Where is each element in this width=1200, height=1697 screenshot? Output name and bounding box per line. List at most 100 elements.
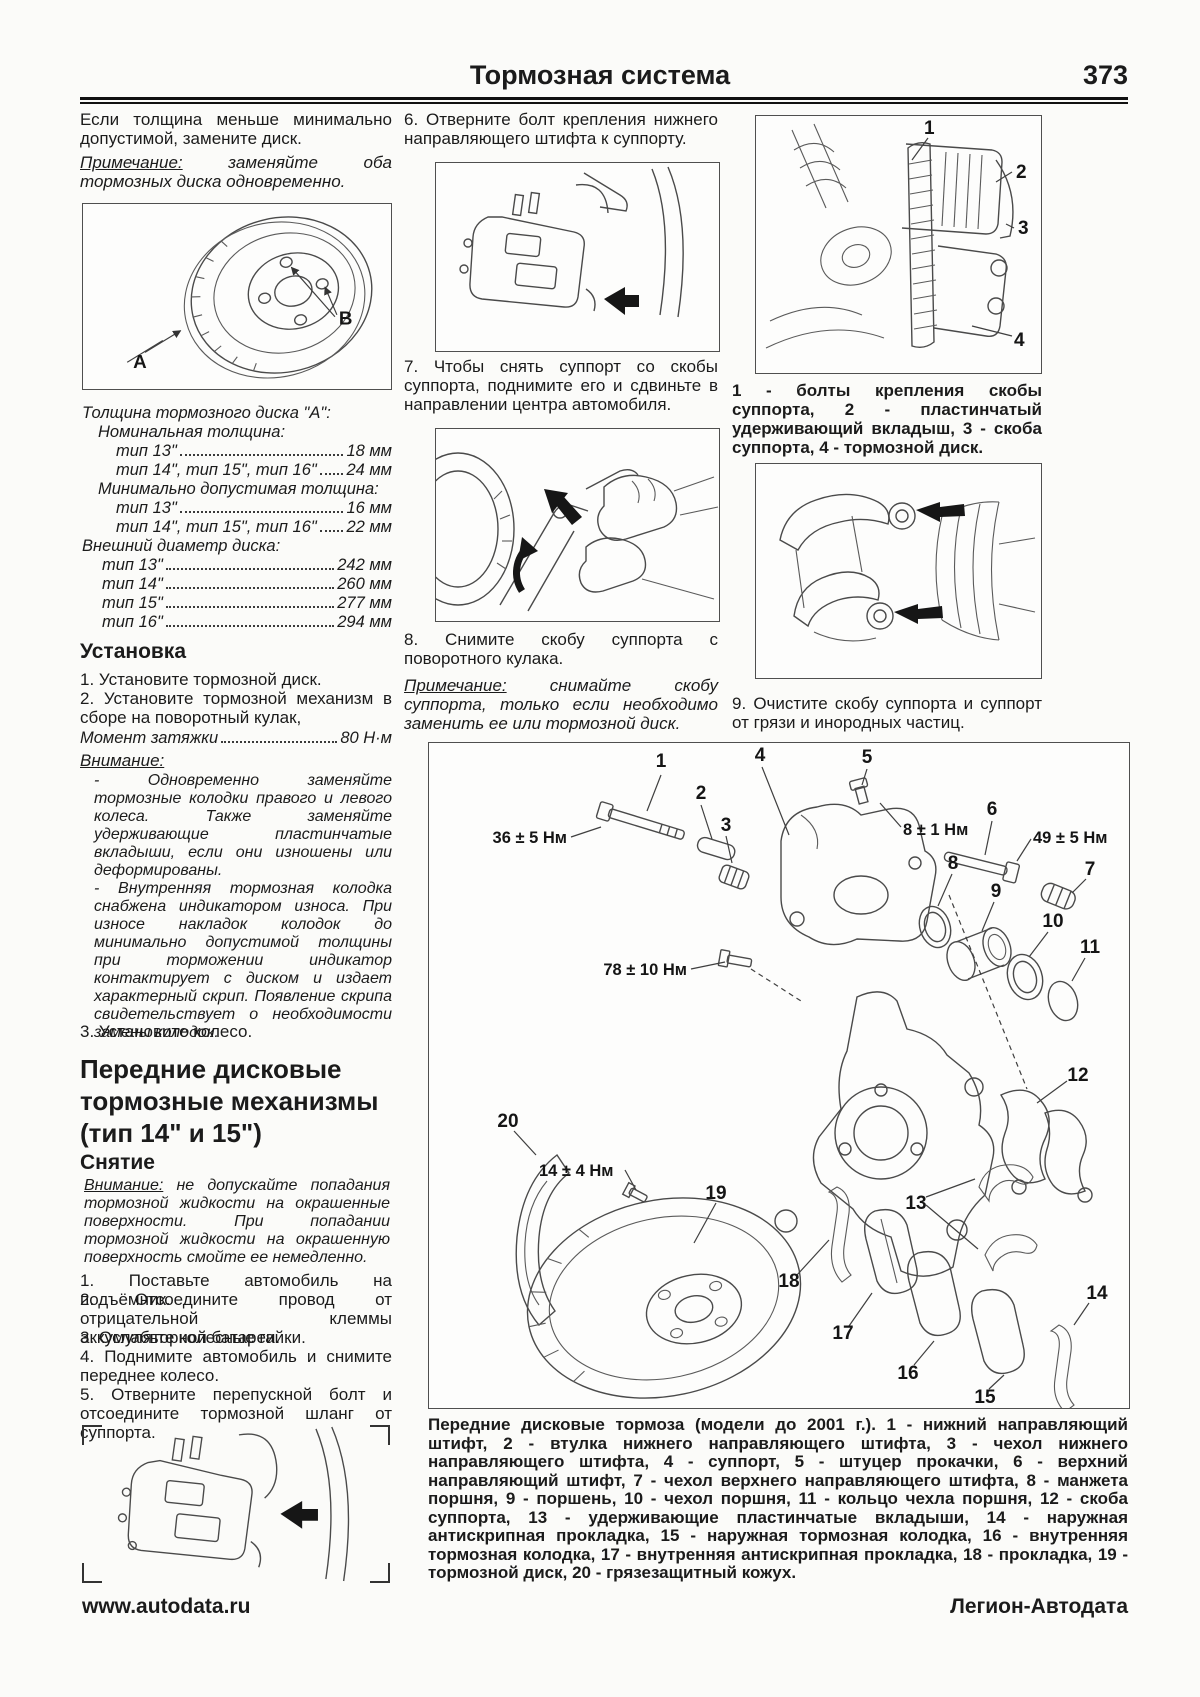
footer-publisher: Легион-Автодата (950, 1595, 1128, 1618)
spec-row: тип 14", тип 15", тип 16"22 мм (116, 518, 392, 536)
bracket-bolt (717, 949, 753, 968)
assembly-axis (750, 968, 802, 1002)
brake-disc-figure: A B (82, 203, 392, 390)
install-step-3: 3. Установите колесо. (80, 1022, 253, 1041)
min-label: Минимально допустимая толщина: (98, 480, 379, 498)
page-title: Тормозная система (469, 60, 731, 90)
black-arrow-icon (916, 502, 965, 522)
callout-4: 4 (1014, 330, 1025, 351)
callout-leader (1005, 223, 1015, 229)
install-step-2: 2. Установите тормозной механизм в сборе… (80, 689, 392, 727)
part-number-17: 17 (832, 1323, 853, 1344)
spec-row: тип 16"294 мм (102, 613, 392, 631)
label-b-leader2 (290, 266, 336, 318)
torque-14: 14 ± 4 Нм (539, 1162, 613, 1180)
brake-disc-drawing: A B (126, 216, 373, 379)
caliper-hose-drawing (117, 1426, 350, 1582)
caliper-on-knuckle (459, 166, 684, 318)
disc-specs: Толщина тормозного диска "А": Номинальна… (82, 404, 392, 632)
part-caliper-bracket (999, 1089, 1093, 1203)
callout-3: 3 (1018, 218, 1029, 239)
hands (578, 474, 719, 600)
part-sleeve (696, 836, 736, 861)
curved-arrow-icon (513, 537, 538, 593)
caliper-hose-figure (82, 1425, 390, 1583)
removal-step-2: 2. Отсоедините провод от отрицательной к… (80, 1290, 392, 1347)
part-shim-18 (827, 1186, 852, 1283)
bracket (779, 493, 916, 642)
disc-label-b: B (339, 308, 353, 329)
callout-leader (971, 325, 1013, 337)
torque-8: 8 ± 1 Нм (903, 821, 968, 839)
part-number-3: 3 (721, 815, 732, 836)
disc-rim-hatch (191, 240, 257, 371)
section-heading: Передние дисковые тормозные механизмы (т… (80, 1054, 379, 1148)
part-pad-17 (863, 1208, 918, 1295)
steering-knuckle (774, 991, 995, 1277)
spec-row: тип 14", тип 15", тип 16"24 мм (116, 461, 392, 479)
part-number-16: 16 (897, 1363, 918, 1384)
part-number-8: 8 (948, 853, 959, 874)
part-number-6: 6 (987, 799, 998, 820)
part-guide-pin-upper (943, 851, 1021, 884)
warning-item: - Одновременно заменяйте тормозные колод… (94, 772, 392, 879)
step-8-text: 8. Снимите скобу суппорта с поворотного … (404, 630, 718, 668)
warning-label: Внимание: (80, 751, 165, 770)
part-boot-ring (1047, 980, 1079, 1022)
removal-step-5: 5. Отверните перепускной болт и отсоедин… (80, 1385, 392, 1442)
black-arrow-icon (894, 604, 943, 624)
exploded-figure: 1 2 3 4 5 6 7 8 9 10 11 12 13 14 15 16 1… (428, 742, 1130, 1409)
part-number-12: 12 (1067, 1065, 1088, 1086)
middle-note: Примечание: снимайте скобу суппорта, тол… (404, 676, 718, 733)
callout-leader (995, 171, 1013, 183)
step-7-text: 7. Чтобы снять суппорт со скобы суппорта… (404, 357, 718, 414)
torque-36: 36 ± 5 Нм (493, 829, 567, 847)
part-number-14: 14 (1086, 1283, 1108, 1304)
part-guide-pin-lower (595, 801, 685, 840)
strut-and-hub (765, 123, 892, 349)
part-number-20: 20 (497, 1111, 518, 1132)
removal-step-3: 3. Ослабьте колесные гайки. (80, 1328, 306, 1347)
step-6-figure (435, 162, 720, 352)
spec-row: тип 13"242 мм (102, 556, 392, 574)
black-arrow-icon (604, 287, 639, 315)
spec-row: тип 14"260 мм (102, 575, 392, 593)
label-a-leader (144, 330, 182, 353)
part-piston (946, 926, 1012, 982)
cv-boot (935, 501, 1036, 641)
part-bleeder-screw (848, 777, 869, 805)
part-number-1: 1 (656, 751, 667, 772)
install-heading: Установка (80, 640, 186, 663)
header-rule (80, 97, 1128, 104)
step-6-text: 6. Отверните болт крепления нижнего напр… (404, 110, 718, 148)
part-number-13: 13 (905, 1193, 926, 1214)
nominal-label: Номинальная толщина: (98, 423, 286, 441)
step-7-figure (435, 428, 720, 622)
label-b-leader1 (324, 286, 338, 316)
caliper-body (117, 1426, 350, 1582)
part-number-15: 15 (974, 1387, 996, 1408)
callout-2: 2 (1016, 162, 1027, 183)
assembly-axis (948, 894, 1028, 1090)
removal-step-4: 4. Поднимите автомобиль и снимите передн… (80, 1347, 392, 1385)
spec-row: тип 13"16 мм (116, 499, 392, 517)
shield-bolt (621, 1181, 648, 1203)
callout-1: 1 (924, 118, 935, 139)
disc-and-knuckle (436, 452, 639, 612)
rotor-and-caliper (901, 141, 1014, 349)
disc-label-a: A (133, 351, 147, 372)
part-dust-shield (515, 1153, 570, 1326)
footer-website: www.autodata.ru (82, 1595, 251, 1618)
disc-hub (247, 252, 340, 330)
caliper-bracket-drawing (779, 493, 1036, 642)
part-piston-seal (918, 905, 952, 949)
left-intro-paragraph: Если толщина меньше минимально допустимо… (80, 110, 392, 148)
part-number-9: 9 (991, 881, 1002, 902)
torque-78: 78 ± 10 Нм (603, 961, 687, 979)
black-arrow-icon (544, 489, 582, 525)
removal-step-1: 1. Поставьте автомобиль на подъёмник. (80, 1271, 392, 1309)
step-7-drawing (436, 452, 719, 612)
spec-row: тип 13"18 мм (116, 442, 392, 460)
label-a-leader2 (126, 340, 164, 363)
